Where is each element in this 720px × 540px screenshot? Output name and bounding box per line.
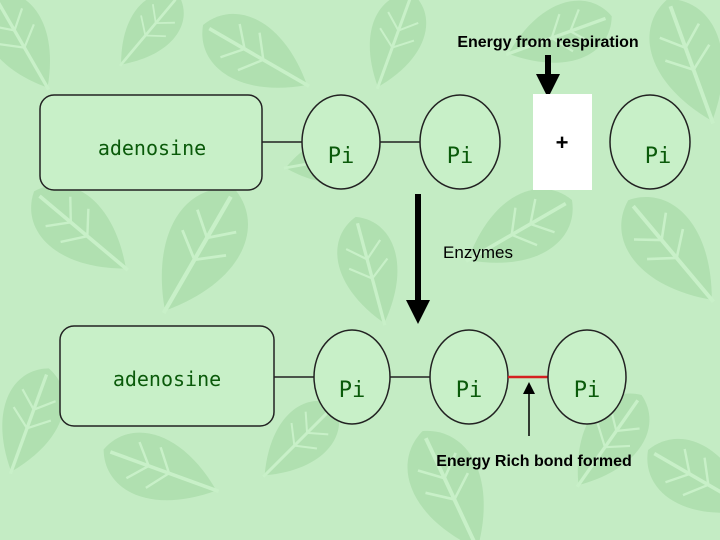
enzymes-label: Enzymes	[443, 243, 513, 262]
adenosine-label-bottom: adenosine	[113, 367, 221, 391]
energy-rich-bond-label: Energy Rich bond formed	[436, 453, 632, 470]
phosphate-label-3-top: Pi	[645, 144, 672, 169]
phosphate-circle-3-bottom	[547, 329, 627, 425]
phosphate-circle-3-top	[609, 94, 691, 190]
phosphate-label-1-top: Pi	[328, 144, 355, 169]
plus-sign: +	[556, 130, 569, 155]
adenosine-label-top: adenosine	[98, 136, 206, 160]
phosphate-label-1-bottom: Pi	[339, 378, 366, 403]
phosphate-circle-1-top	[301, 94, 381, 190]
phosphate-label-2-top: Pi	[447, 144, 474, 169]
phosphate-label-3-bottom: Pi	[574, 378, 601, 403]
plus-box	[533, 94, 592, 190]
phosphate-circle-1-bottom	[313, 329, 391, 425]
phosphate-circle-2-bottom	[429, 329, 509, 425]
phosphate-circle-2-top	[419, 94, 501, 190]
phosphate-label-2-bottom: Pi	[456, 378, 483, 403]
adenosine-box-bottom	[59, 325, 275, 427]
energy-from-respiration-label: Energy from respiration	[457, 34, 638, 51]
